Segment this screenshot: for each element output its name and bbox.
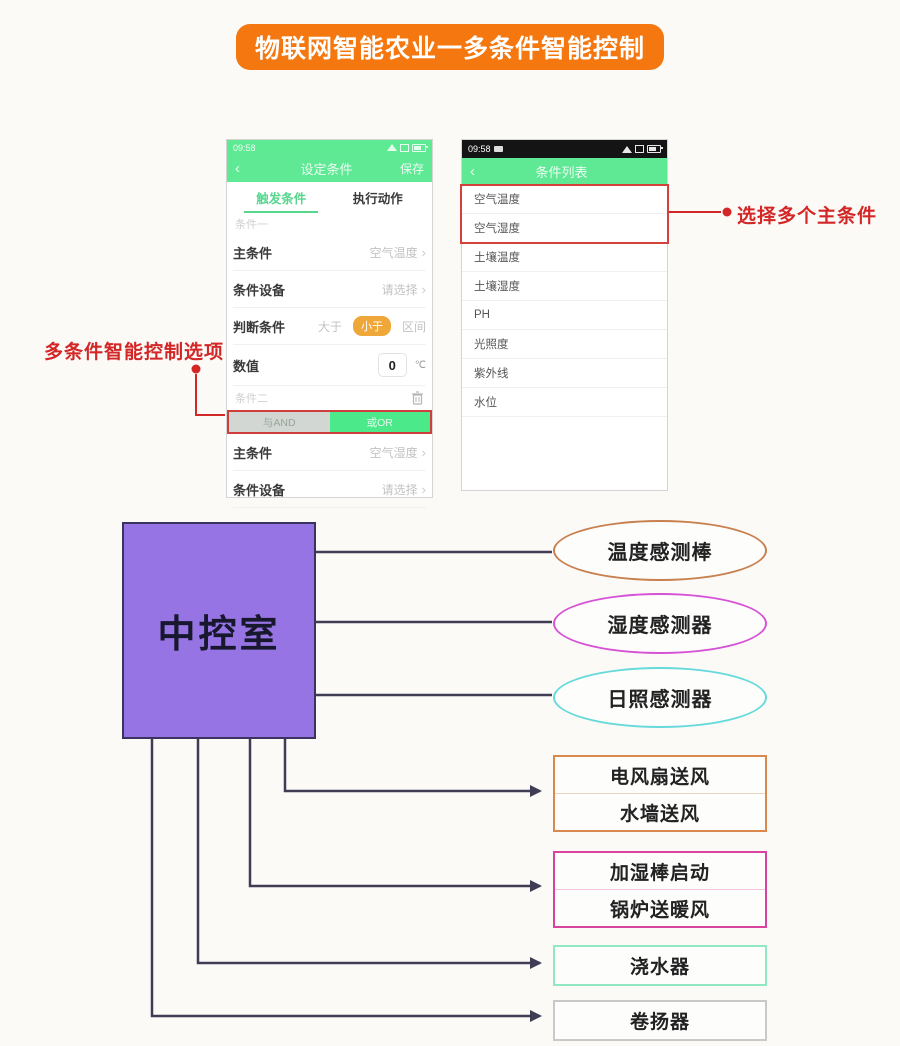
screen-mirror-icon (635, 145, 644, 153)
chevron-right-icon: › (421, 444, 426, 460)
list-item-soil-temperature[interactable]: 土壤温度 (462, 243, 667, 272)
sensor-humidity: 湿度感测器 (553, 593, 767, 654)
page-title: 物联网智能农业一多条件智能控制 (236, 24, 664, 70)
option-less-than-selected[interactable]: 小于 (352, 316, 391, 336)
tab-trigger-condition[interactable]: 触发条件 (233, 188, 330, 213)
save-button[interactable]: 保存 (399, 162, 424, 176)
form-content: 触发条件 执行动作 条件一 主条件 空气温度 › 条件设备 请选择 › 判断条件… (227, 182, 432, 508)
tab-bar: 触发条件 执行动作 (233, 182, 426, 213)
actuator-waterwall-label: 水墙送风 (555, 793, 765, 830)
status-bar: 09:58 (462, 140, 667, 158)
chevron-right-icon: › (421, 481, 426, 497)
back-icon[interactable]: ‹ (235, 160, 240, 177)
logic-segmented-control: 与AND 或OR (227, 410, 432, 434)
back-icon[interactable]: ‹ (470, 163, 475, 180)
number-input[interactable]: 0 (377, 353, 407, 377)
actuator-boiler-label: 锅炉送暖风 (555, 889, 765, 926)
sensor-sunlight: 日照感测器 (553, 667, 767, 728)
actuator-fan-label: 电风扇送风 (609, 766, 710, 788)
annotation-control-options: 多条件智能控制选项 (44, 342, 225, 363)
list-item-uv[interactable]: 紫外线 (462, 359, 667, 388)
chevron-right-icon: › (421, 281, 426, 297)
arrow-hub-fan-box (283, 737, 542, 797)
app-screen-condition-list: 09:58 ‹ 条件列表 空气温度 空气湿度 土壤温度 土壤湿度 PH 光照度 … (460, 140, 669, 490)
list-item-light-intensity[interactable]: 光照度 (462, 330, 667, 359)
annotation-select-conditions: 选择多个主条件 (737, 206, 878, 227)
row-condition-device-2[interactable]: 条件设备 请选择 › (233, 471, 426, 508)
logic-and-segment[interactable]: 与AND (229, 412, 330, 432)
tab-execute-action[interactable]: 执行动作 (352, 191, 403, 206)
wifi-icon (622, 145, 632, 153)
central-control-room: 中控室 (122, 522, 316, 739)
logic-or-segment[interactable]: 或OR (329, 412, 430, 432)
status-time: 09:58 (468, 144, 491, 154)
list-item-water-level[interactable]: 水位 (462, 388, 667, 417)
unit-label: ℃ (414, 359, 426, 371)
row-main-condition-1[interactable]: 主条件 空气温度 › (233, 234, 426, 271)
list-item-soil-humidity[interactable]: 土壤湿度 (462, 272, 667, 301)
section-condition-one: 条件一 (235, 219, 268, 231)
battery-icon (412, 143, 428, 152)
wifi-icon (387, 144, 397, 151)
battery-icon (647, 145, 663, 153)
status-time: 09:58 (233, 142, 256, 153)
row-number-value: 数值 0 ℃ (233, 345, 426, 386)
nav-bar: ‹ 设定条件 保存 (227, 155, 432, 182)
screen-title: 设定条件 (300, 162, 353, 177)
option-range[interactable]: 区间 (401, 319, 426, 334)
list-item-ph[interactable]: PH (462, 301, 667, 330)
actuator-humidifier-label: 加湿棒启动 (609, 862, 710, 884)
condition-list: 空气温度 空气湿度 土壤温度 土壤湿度 PH 光照度 紫外线 水位 (462, 185, 667, 417)
app-screen-set-condition: 09:58 ‹ 设定条件 保存 触发条件 执行动作 条件一 主条件 空气温度 ›… (227, 140, 432, 508)
actuator-waterer-label: 浇水器 (629, 957, 690, 978)
actuator-winch: 卷扬器 (553, 1000, 767, 1041)
option-greater-than[interactable]: 大于 (317, 319, 342, 334)
list-item-air-temperature[interactable]: 空气温度 (462, 185, 667, 214)
arrow-hub-winch-box (150, 737, 542, 1022)
main-condition-2-value: 空气湿度 (369, 445, 418, 460)
callout-dot-left (191, 364, 201, 374)
chevron-right-icon: › (421, 244, 426, 260)
actuator-humidifier-boiler: 加湿棒启动 锅炉送暖风 (553, 851, 767, 928)
row-condition-device-1[interactable]: 条件设备 请选择 › (233, 271, 426, 308)
actuator-fan-waterwall: 电风扇送风 水墙送风 (553, 755, 767, 832)
main-condition-1-value: 空气温度 (369, 245, 418, 260)
section-condition-two: 条件二 (233, 386, 426, 408)
row-judge-condition: 判断条件 大于 小于 区间 (233, 308, 426, 345)
trash-icon[interactable] (411, 391, 424, 405)
notification-icon (493, 146, 503, 152)
arrow-hub-humidifier-box (248, 737, 542, 892)
status-bar: 09:58 (227, 140, 432, 155)
condition-device-1-value: 请选择 (381, 282, 418, 297)
callout-line-left (195, 374, 225, 416)
row-main-condition-2[interactable]: 主条件 空气湿度 › (233, 434, 426, 471)
sensor-temperature-rod: 温度感测棒 (553, 520, 767, 581)
screen-title: 条件列表 (535, 165, 588, 180)
callout-dot-right (722, 207, 732, 217)
condition-device-2-value: 请选择 (381, 482, 418, 497)
actuator-waterer: 浇水器 (553, 945, 767, 986)
actuator-winch-label: 卷扬器 (629, 1012, 690, 1033)
list-item-air-humidity[interactable]: 空气湿度 (462, 214, 667, 243)
screen-mirror-icon (400, 143, 409, 152)
nav-bar: ‹ 条件列表 (462, 158, 667, 185)
arrow-hub-waterer-box (196, 737, 542, 969)
